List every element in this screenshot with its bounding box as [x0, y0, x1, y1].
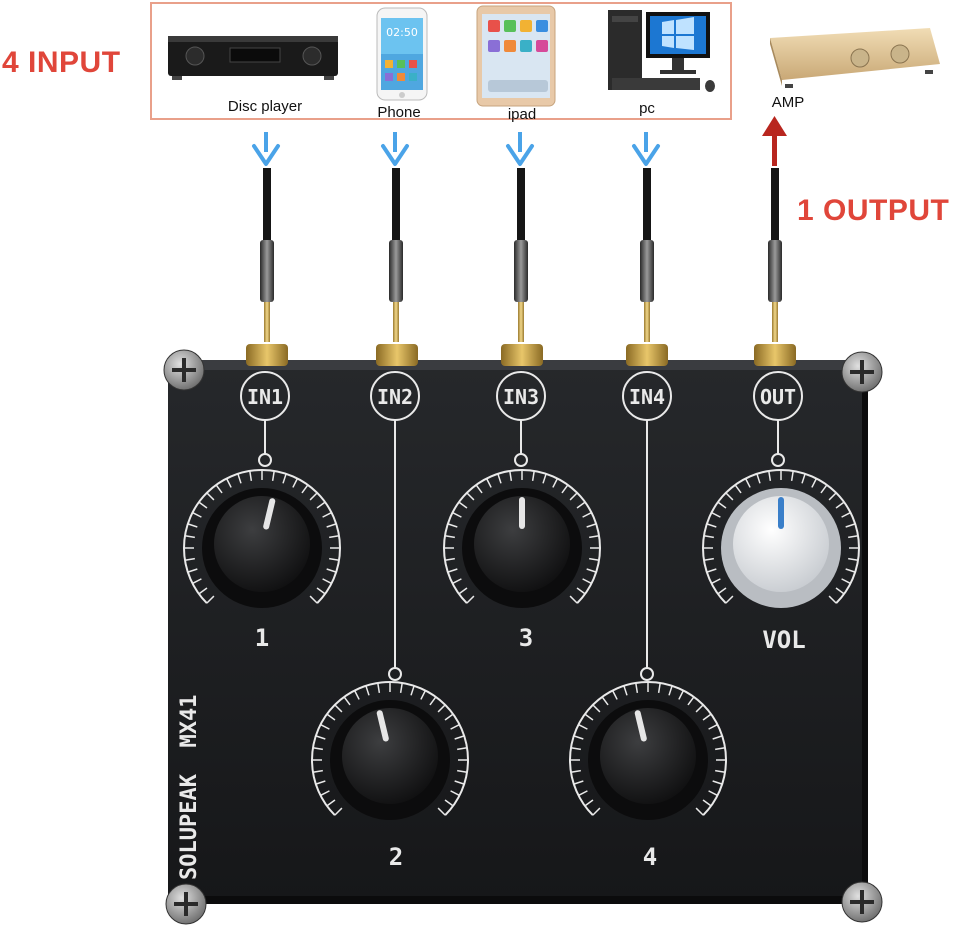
output-callout: 1 OUTPUT	[797, 194, 950, 227]
knobs	[183, 469, 860, 820]
knob-3[interactable]	[443, 469, 601, 608]
knob-label-vol: VOL	[762, 626, 805, 654]
jack-label-in3: IN3	[503, 385, 539, 409]
knob-label-1: 1	[255, 624, 269, 652]
knob-label-3: 3	[519, 624, 533, 652]
input-callout: 4 INPUT	[2, 46, 121, 79]
knob-label-2: 2	[389, 843, 403, 871]
arrow-down-icon	[632, 132, 660, 166]
jack-label-in2: IN2	[377, 385, 413, 409]
input-arrows	[252, 132, 660, 166]
screw-icon	[165, 883, 207, 925]
knob-indicator	[263, 498, 276, 530]
phone-screen-time: 02:50	[386, 26, 418, 39]
aux-cable	[389, 168, 403, 342]
source-label-ipad: ipad	[507, 106, 537, 123]
knob-indicator	[634, 710, 647, 742]
aux-cable	[640, 168, 654, 342]
aux-cable	[514, 168, 528, 342]
arrow-up-icon	[762, 116, 787, 166]
audio-cables	[260, 168, 782, 342]
jack-label-out: OUT	[760, 385, 796, 409]
phone-icon: 02:50	[376, 7, 428, 101]
source-label-pc: pc	[639, 100, 655, 117]
desktop-pc-icon	[608, 10, 715, 92]
mixer-device: IN1 IN2 IN3 IN4 OUT 1 2 3 4 VOL SOLUPEAK…	[163, 344, 883, 925]
knob-indicator	[376, 710, 389, 742]
input-sources-box	[150, 2, 732, 120]
knob-label-4: 4	[643, 843, 657, 871]
disc-player-icon	[168, 36, 338, 80]
knob-4[interactable]	[569, 681, 727, 820]
arrow-down-icon	[252, 132, 280, 166]
knob-2[interactable]	[311, 681, 469, 820]
jack-label-in4: IN4	[629, 385, 665, 409]
screw-icon	[841, 881, 883, 923]
screw-icon	[841, 351, 883, 393]
brand-model-text: SOLUPEAK MX41	[177, 695, 202, 880]
jack-sockets	[246, 344, 796, 366]
arrow-down-icon	[506, 132, 534, 166]
source-label-phone: Phone	[377, 104, 421, 121]
arrow-down-icon	[381, 132, 409, 166]
amp-label: AMP	[771, 94, 805, 111]
knob-vol[interactable]	[702, 469, 860, 608]
aux-cable	[260, 168, 274, 342]
aux-cable	[768, 168, 782, 342]
screw-icon	[163, 349, 205, 391]
tablet-icon	[476, 5, 556, 107]
knob-1[interactable]	[183, 469, 341, 608]
source-label-disc-player: Disc player	[227, 98, 303, 115]
amplifier-icon	[770, 28, 940, 88]
jack-label-in1: IN1	[247, 385, 283, 409]
